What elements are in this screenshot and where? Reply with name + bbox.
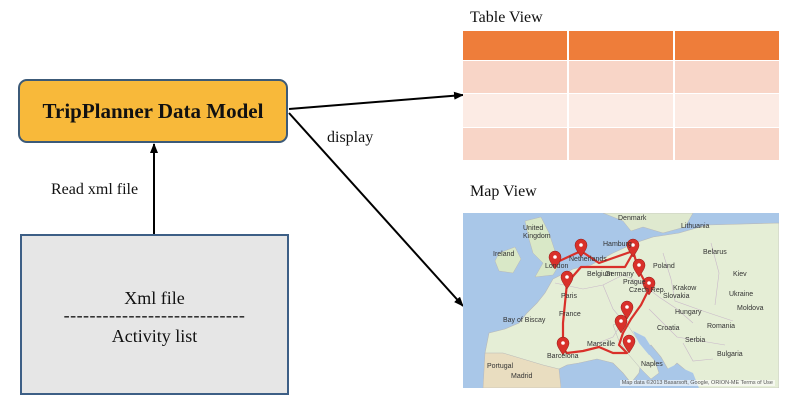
map-label: Krakow (673, 285, 697, 292)
map-view: Denmark Lithuania United Kingdom Hamburg… (463, 213, 779, 388)
map-label: Naples (641, 361, 663, 368)
map-label: Hungary (675, 309, 702, 316)
table-header-cell (463, 31, 567, 61)
map-canvas (463, 213, 779, 388)
model-title: TripPlanner Data Model (42, 98, 264, 123)
xml-divider: ---------------------------- (63, 305, 246, 325)
map-pin-rome (622, 334, 636, 354)
map-label: Slovakia (663, 293, 690, 300)
map-label: Ukraine (729, 291, 754, 298)
table-cell (463, 61, 567, 94)
table-cell (569, 61, 673, 94)
read-xml-label: Read xml file (51, 181, 139, 198)
map-label: Paris (561, 293, 577, 300)
activity-list-label: Activity list (111, 326, 198, 346)
table-cell (463, 128, 567, 161)
xml-file-title: Xml file (124, 288, 185, 308)
table-cell (463, 94, 567, 128)
table-view-label: Table View (470, 9, 543, 26)
map-label: Kiev (733, 271, 747, 278)
map-pin-venice (620, 300, 634, 320)
map-label: London (545, 263, 569, 270)
map-label: Croatia (657, 325, 680, 332)
table-cell (675, 128, 779, 161)
map-pin-paris (560, 270, 574, 290)
map-label: Prague (623, 279, 646, 286)
map-label: Poland (653, 263, 675, 270)
map-label: Czech Rep. (629, 287, 666, 294)
map-label: Barcelona (547, 353, 579, 360)
map-pin-florence (614, 314, 628, 334)
display-label: display (327, 129, 374, 146)
map-label: Netherlands (569, 256, 607, 263)
map-label: Serbia (685, 337, 706, 344)
map-label: Belarus (703, 249, 727, 256)
table-view (463, 31, 779, 161)
map-label: Lithuania (681, 223, 710, 230)
trip-planner-data-model-box: TripPlanner Data Model (18, 79, 288, 143)
table-cell (675, 61, 779, 94)
map-label: Bay of Biscay (503, 317, 546, 324)
table-header-cell (569, 31, 673, 61)
map-label: Moldova (737, 305, 764, 312)
map-pin-prague (632, 258, 646, 278)
map-view-label: Map View (470, 183, 537, 200)
map-label: Belgium (587, 271, 613, 278)
map-label: Bulgaria (717, 351, 743, 358)
map-label: Madrid (511, 373, 533, 380)
map-label: United Kingdom (523, 225, 551, 240)
table-header-cell (675, 31, 779, 61)
map-pin-vienna (642, 276, 656, 296)
map-label: Germany (605, 271, 634, 278)
table-view-arrow (288, 91, 464, 110)
map-pin-london (548, 250, 562, 270)
table-cell (675, 94, 779, 128)
map-pin-berlin (626, 238, 640, 258)
table-cell (569, 128, 673, 161)
map-label: Romania (707, 323, 736, 330)
map-pin-barcelona (556, 336, 570, 356)
map-label: Ireland (493, 251, 515, 258)
map-pin-amsterdam (574, 238, 588, 258)
map-label: Portugal (487, 363, 514, 370)
map-label: Hamburg (603, 241, 632, 248)
map-label: Denmark (618, 215, 647, 222)
xml-file-box: Xml file ---------------------------- Ac… (20, 234, 289, 395)
map-credit: Map data ©2013 Basarsoft, Google, ORION-… (619, 380, 775, 386)
map-label: Marseille (587, 341, 616, 348)
table-cell (569, 94, 673, 128)
map-view-arrow (288, 112, 464, 307)
map-label: France (559, 311, 581, 318)
